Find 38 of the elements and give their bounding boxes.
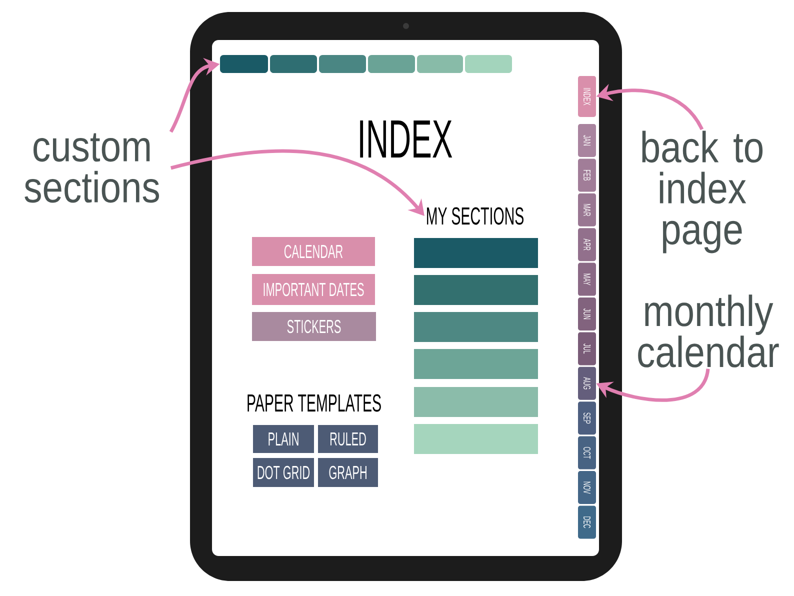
side-tab: JUN	[578, 298, 596, 330]
section-bar	[414, 238, 538, 268]
menu-button: STICKERS	[252, 312, 376, 341]
menu-button: RULED	[318, 425, 378, 453]
section-bar	[414, 312, 538, 342]
side-tab: INDEX	[578, 76, 596, 117]
section-bar	[414, 349, 538, 379]
section-bar	[414, 275, 538, 305]
page-title: INDEX	[360, 120, 452, 158]
tab	[465, 55, 512, 73]
menu-button: CALENDAR	[252, 237, 375, 266]
side-tab: SEP	[578, 402, 596, 435]
side-tab: NOV	[578, 471, 596, 504]
tab	[417, 55, 463, 73]
callout-text: back to index page	[642, 130, 763, 254]
tab	[368, 55, 415, 73]
side-tab: DEC	[578, 506, 596, 539]
callout-text: monthly calendar	[638, 294, 779, 368]
side-tab: JAN	[578, 124, 596, 157]
tab	[220, 55, 268, 73]
tab	[319, 55, 366, 73]
section-bar	[414, 424, 538, 454]
menu-button: DOT GRID	[253, 458, 314, 487]
side-tab: APR	[578, 228, 596, 262]
side-tab: MAR	[578, 193, 596, 226]
side-tab: MAY	[578, 262, 596, 296]
section-bar	[414, 387, 538, 417]
menu-button: GRAPH	[318, 458, 378, 487]
callout-text: custom sections	[24, 133, 160, 203]
menu-button: PLAIN	[253, 425, 314, 453]
side-tab: JUL	[578, 332, 596, 366]
side-tab: OCT	[578, 436, 596, 470]
tab	[270, 55, 317, 73]
section-heading: PAPER TEMPLATES	[248, 394, 381, 412]
menu-button: IMPORTANT DATES	[252, 274, 375, 305]
section-heading: MY SECTIONS	[427, 207, 524, 225]
side-tab: AUG	[578, 366, 596, 400]
side-tab: FEB	[578, 158, 596, 192]
